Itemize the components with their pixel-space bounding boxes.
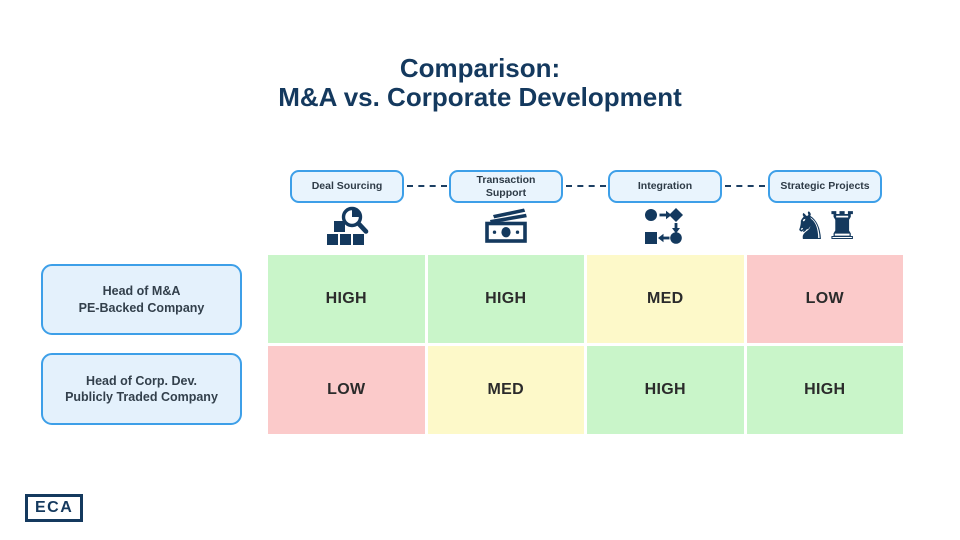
matrix-cell: LOW: [746, 255, 903, 343]
chess-pieces-icon: ♞♜: [793, 204, 859, 248]
matrix-cell: HIGH: [746, 346, 903, 434]
column-pill-label: Integration: [637, 180, 693, 193]
column-pill-integration: Integration: [608, 170, 722, 203]
column-pill-deal-sourcing: Deal Sourcing: [290, 170, 404, 203]
matrix-cell: HIGH: [268, 255, 425, 343]
row-label-line-1: Head of Corp. Dev.: [86, 373, 197, 388]
chess-glyphs: ♞♜: [792, 204, 859, 248]
magnifier-boxes-icon: [319, 204, 375, 248]
matrix-cell: HIGH: [587, 346, 744, 434]
column-pill-label: Deal Sourcing: [311, 180, 383, 193]
matrix-cell: LOW: [268, 346, 425, 434]
row-label-line-2: PE-Backed Company: [78, 300, 205, 315]
row-label-head-of-ma: Head of M&A PE-Backed Company: [41, 264, 242, 335]
dashed-connector: [566, 185, 606, 187]
column-pill-transaction-support: Transaction Support: [449, 170, 563, 203]
eca-logo-text: ECA: [35, 499, 74, 516]
money-bills-icon: [478, 204, 534, 248]
eca-logo: ECA: [25, 494, 84, 522]
dashed-connector: [407, 185, 447, 187]
page-title: Comparison: M&A vs. Corporate Developmen…: [0, 53, 960, 113]
matrix-cell: HIGH: [427, 255, 584, 343]
workflow-icon: [637, 204, 693, 248]
title-line-2: M&A vs. Corporate Development: [278, 82, 682, 113]
matrix-cell: MED: [427, 346, 584, 434]
comparison-matrix: HIGH HIGH MED LOW LOW MED HIGH HIGH: [268, 255, 903, 434]
row-label-line-2: Publicly Traded Company: [65, 390, 218, 404]
column-pill-strategic-projects: Strategic Projects: [768, 170, 882, 203]
dashed-connector: [725, 185, 765, 187]
row-label-head-of-corp-dev: Head of Corp. Dev. Publicly Traded Compa…: [41, 353, 242, 425]
column-pill-label: Transaction Support: [476, 173, 536, 199]
column-pill-label: Strategic Projects: [780, 180, 870, 193]
title-line-1: Comparison:: [399, 53, 561, 83]
row-label-line-1: Head of M&A: [102, 284, 181, 299]
matrix-cell: MED: [587, 255, 744, 343]
